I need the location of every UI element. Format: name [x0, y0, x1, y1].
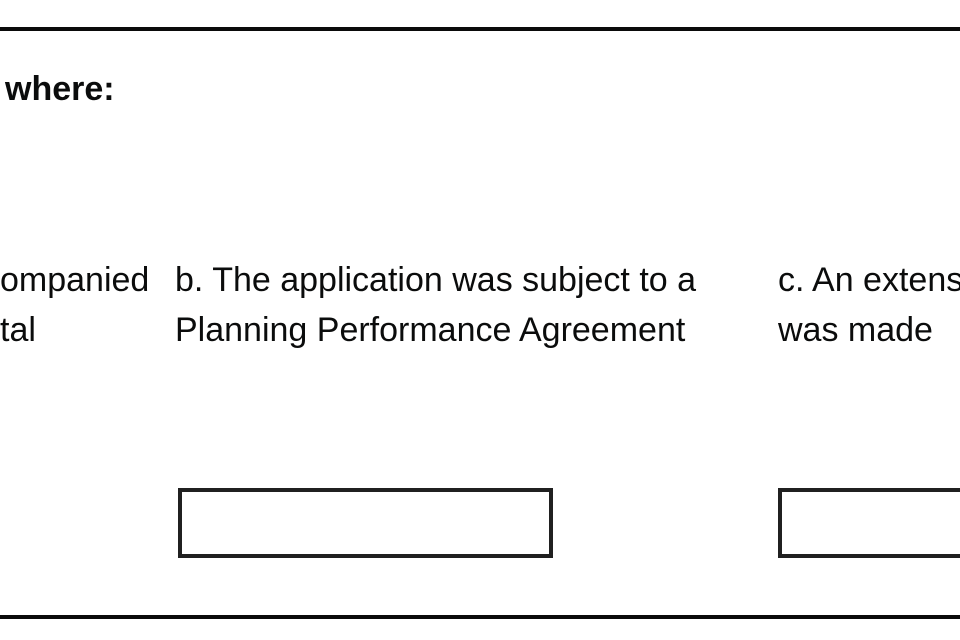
column-c-label: c. An extens was made	[778, 255, 960, 355]
column-b-line1: b. The application was subject to a	[175, 261, 697, 299]
table-border-bottom	[0, 615, 960, 619]
column-b-line2: Planning Performance Agreement	[175, 311, 686, 349]
column-a-line2: tal	[0, 311, 36, 349]
column-c-line1: c. An extens	[778, 261, 960, 299]
column-c-input-box[interactable]	[778, 488, 960, 558]
table-border-top	[0, 27, 960, 31]
section-heading: where:	[5, 70, 115, 108]
column-b-label: b. The application was subject to a Plan…	[175, 255, 696, 355]
column-a-label: ompanied tal	[0, 255, 149, 355]
column-c-line2: was made	[778, 311, 933, 349]
column-b-input-box[interactable]	[178, 488, 553, 558]
column-a-line1: ompanied	[0, 261, 150, 299]
